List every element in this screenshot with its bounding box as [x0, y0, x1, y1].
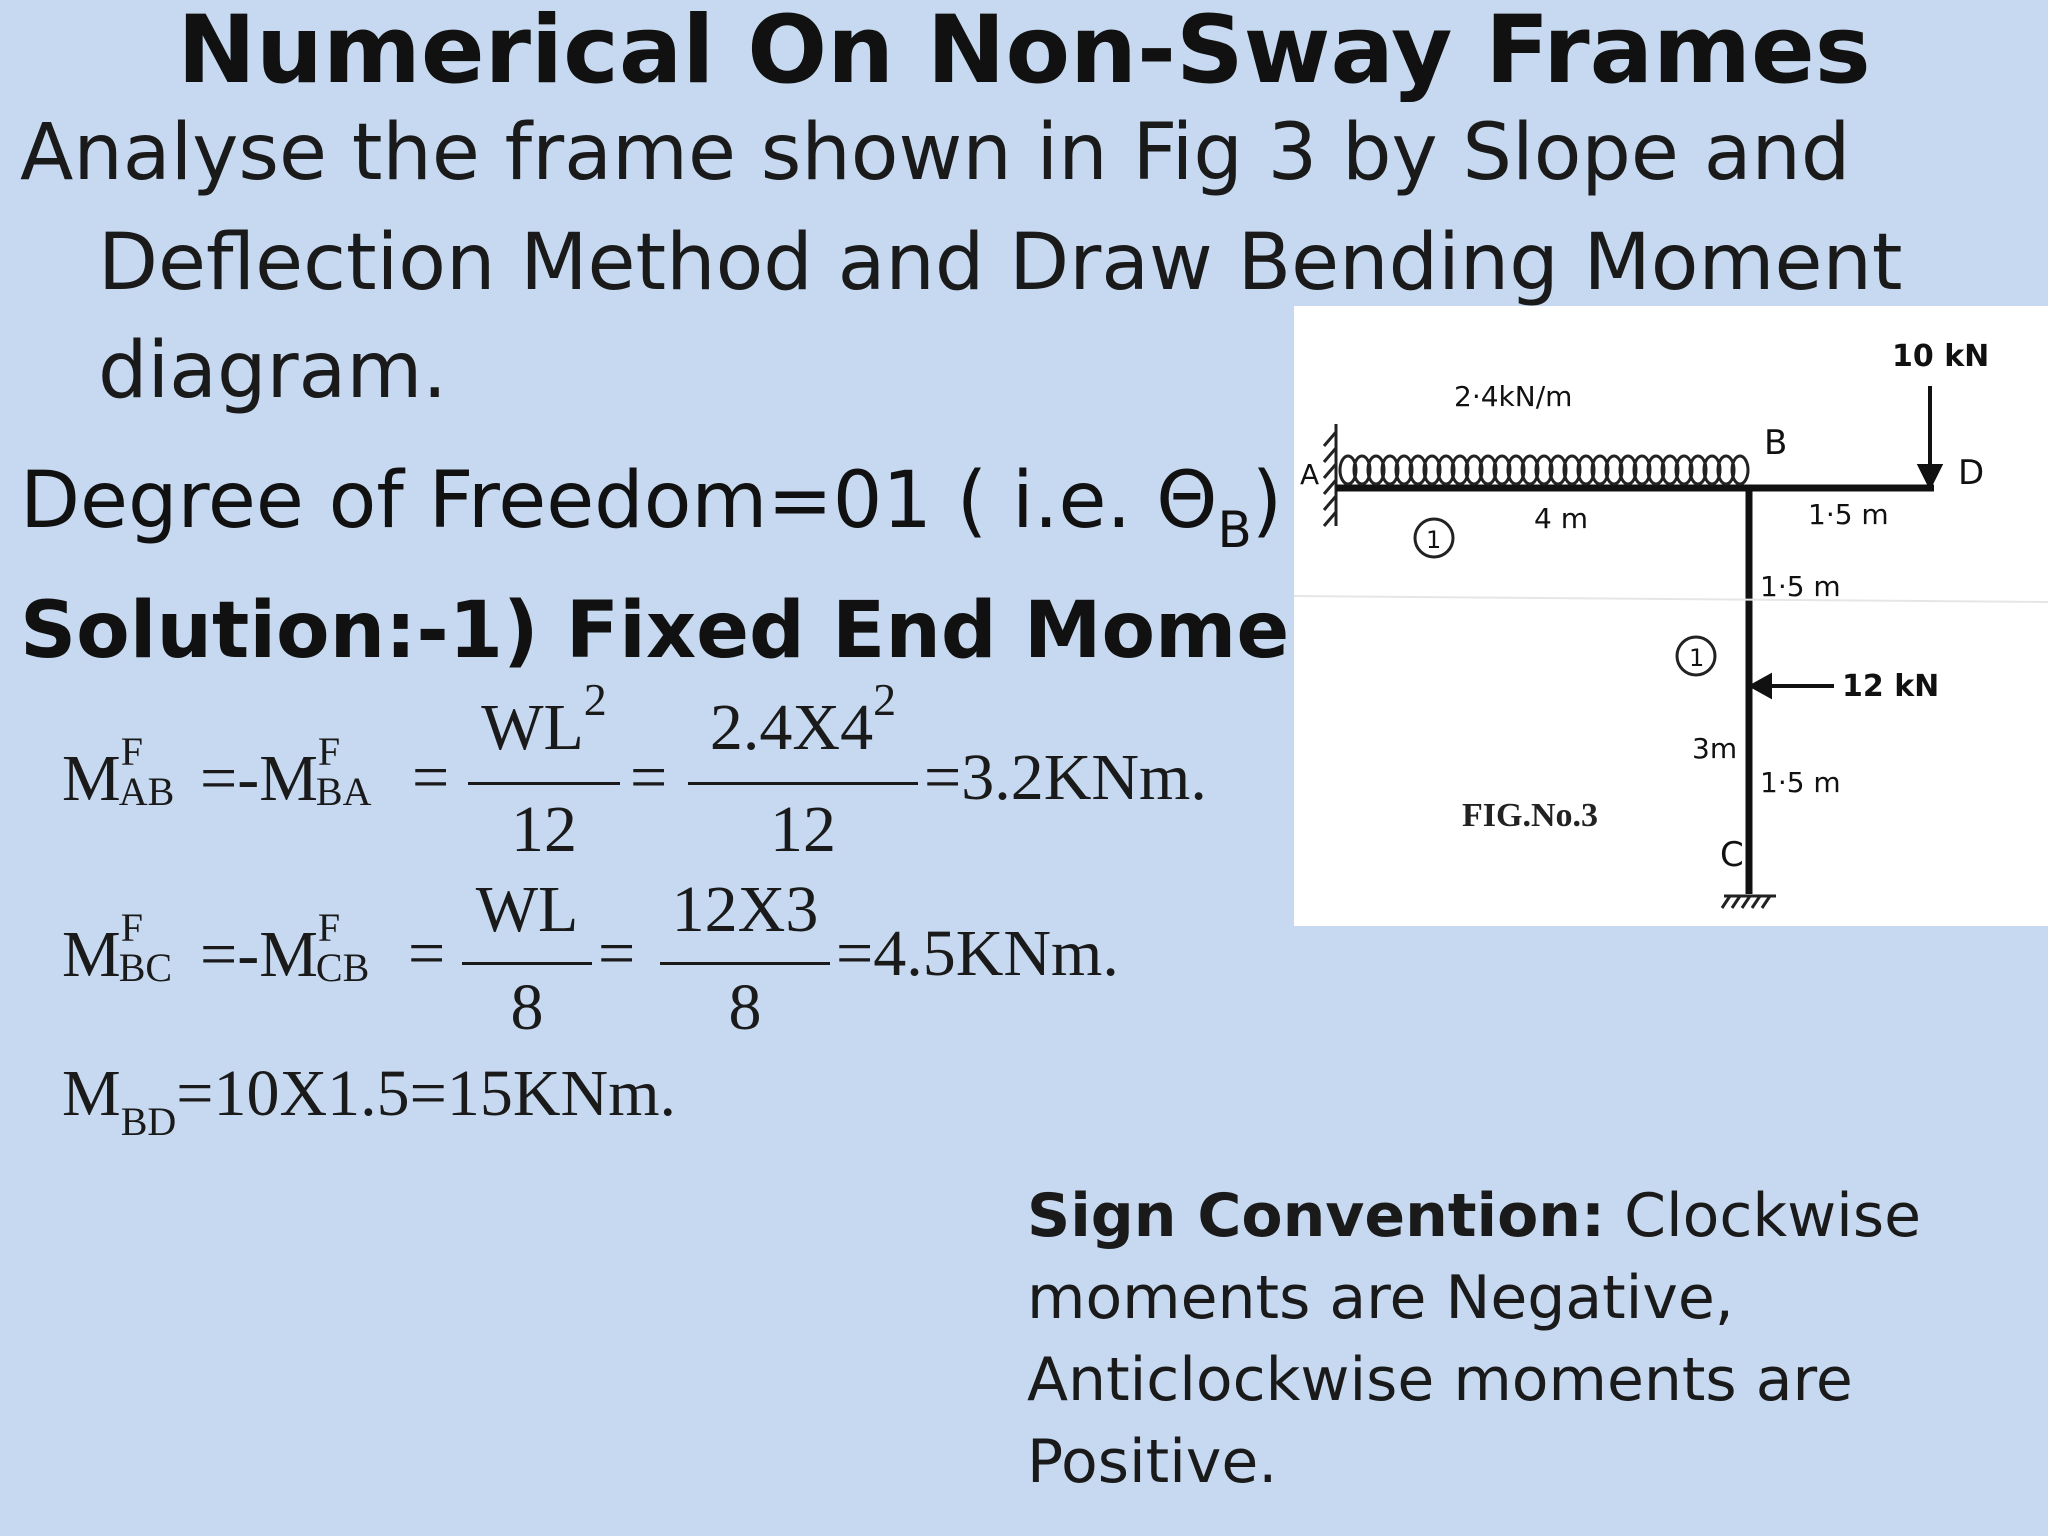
column-lower-segment-label: 1·5 m	[1760, 766, 1841, 799]
sign-convention-text-3: Anticlockwise moments are	[1027, 1345, 1853, 1415]
eq1-f1-numerator: WL	[481, 691, 584, 764]
eq3-rhs: =10X1.5=15KNm.	[176, 1057, 677, 1130]
node-c-label: C	[1720, 835, 1744, 875]
eq2-fraction-2: 12X3 8	[660, 872, 830, 1044]
degree-of-freedom: Degree of Freedom=01 ( i.e. ΘB)	[20, 456, 1283, 559]
eq2-fraction-1: WL 8	[462, 872, 592, 1044]
sign-convention-label: Sign Convention:	[1027, 1181, 1605, 1251]
figure-caption: FIG.No.3	[1462, 797, 1598, 834]
eq3-lhs: M	[62, 1057, 121, 1130]
slide-title: Numerical On Non-Sway Frames	[177, 0, 1871, 105]
fixed-support-a	[1322, 424, 1338, 527]
eq2-result: =4.5KNm.	[836, 917, 1119, 990]
eq2-f2-denominator: 8	[728, 971, 762, 1044]
eq2-f1-numerator: WL	[475, 873, 579, 946]
column-upper-segment-label: 1·5 m	[1760, 570, 1841, 603]
eq1-f1-exponent: 2	[583, 674, 607, 725]
eq1-fraction-1: WL2 12	[468, 674, 620, 870]
node-a-label: A	[1300, 458, 1319, 491]
eq1-fraction-2: 2.4X42 12	[688, 674, 918, 870]
scan-line	[1293, 595, 2048, 603]
solution-heading: Solution:-1) Fixed End Moment:-	[20, 586, 1446, 676]
span-bd-label: 1·5 m	[1808, 498, 1889, 531]
eq2-equals-2: =	[598, 917, 636, 990]
eq2-f2-numerator: 12X3	[671, 873, 819, 946]
udl-label: 2·4kN/m	[1454, 380, 1572, 413]
point-load-12kn-arrow	[1747, 672, 1834, 700]
sign-convention-text-2: moments are Negative,	[1027, 1263, 1734, 1333]
dof-subscript: B	[1217, 501, 1252, 559]
intro-line-2: Deflection Method and Draw Bending Momen…	[98, 218, 1903, 308]
udl-coils	[1338, 454, 1750, 486]
node-b-label: B	[1764, 423, 1787, 463]
eq1-f2-denominator: 12	[770, 793, 836, 866]
frame-diagram: 2·4kN/m 10 kN 12 kN A B C D 4 m 1·5 m 1·…	[1293, 339, 2048, 909]
dof-text: Degree of Freedom=01 ( i.e. Θ	[20, 456, 1218, 546]
sign-convention-text-4: Positive.	[1027, 1427, 1278, 1497]
stiffness-bc-label: 1	[1689, 644, 1704, 672]
load-10kn-label: 10 kN	[1892, 339, 1989, 374]
stiffness-ab-label: 1	[1426, 526, 1441, 554]
intro-line-1: Analyse the frame shown in Fig 3 by Slop…	[20, 108, 1851, 198]
stiffness-circle-bc	[1675, 635, 1717, 677]
column-height-label: 3m	[1692, 732, 1737, 765]
stiffness-circle-ab	[1413, 517, 1455, 559]
eq1-f1-denominator: 12	[511, 793, 577, 866]
fixed-support-c	[1720, 894, 1776, 909]
eq1-result: =3.2KNm.	[924, 741, 1207, 814]
sign-convention-text-1: Clockwise	[1605, 1181, 1921, 1251]
dof-close: )	[1251, 456, 1283, 546]
span-ab-label: 4 m	[1534, 502, 1588, 535]
eq1-equals-1: =	[412, 741, 450, 814]
eq2-f1-denominator: 8	[510, 971, 544, 1044]
sign-convention: Sign Convention: Clockwise moments are N…	[1027, 1175, 1927, 1503]
intro-line-3: diagram.	[98, 326, 448, 416]
load-12kn-label: 12 kN	[1842, 669, 1939, 704]
point-load-d-arrow	[1916, 386, 1944, 491]
eq3-subscript: BD	[120, 1099, 177, 1144]
equation-m-bd: MBD=10X1.5=15KNm.	[62, 1056, 677, 1144]
eq1-equals-2: =	[630, 741, 668, 814]
eq1-f2-exponent: 2	[873, 674, 897, 725]
eq2-equals-1: =	[408, 917, 446, 990]
eq1-f2-numerator: 2.4X4	[709, 691, 874, 764]
node-d-label: D	[1958, 453, 1984, 493]
frame-figure: 2·4kN/m 10 kN 12 kN A B C D 4 m 1·5 m 1·…	[1293, 306, 2048, 926]
